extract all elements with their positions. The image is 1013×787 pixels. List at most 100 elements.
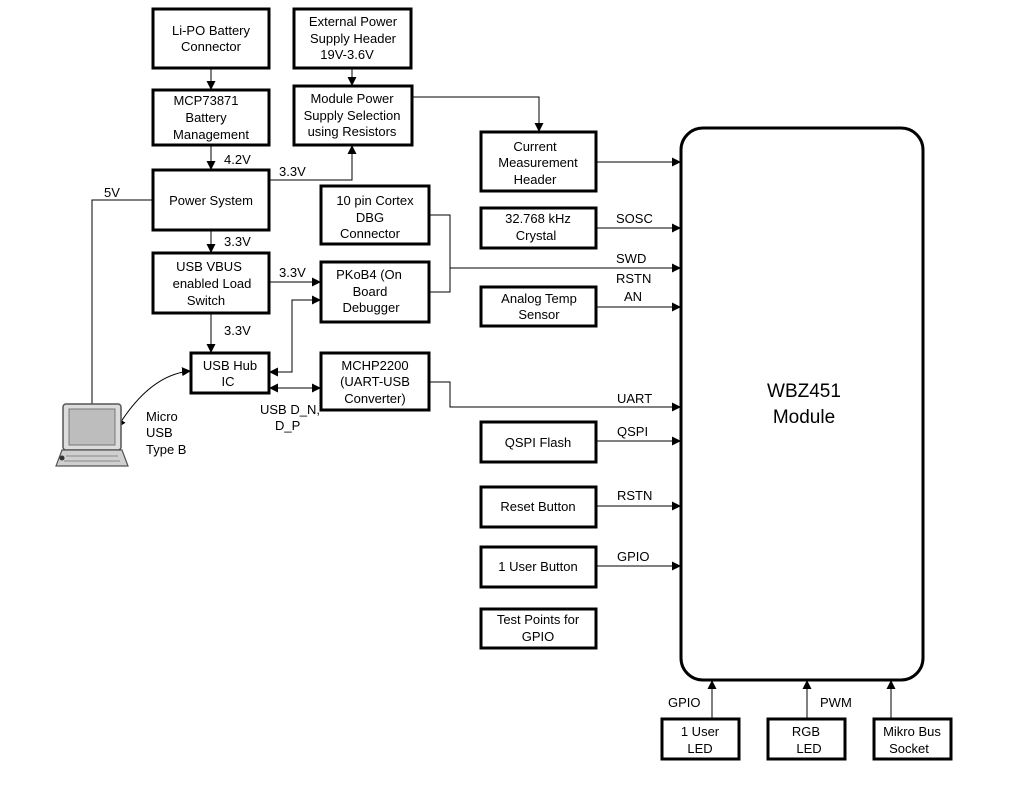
wire-5v-to-laptop	[91, 199, 152, 404]
block-line: Board	[353, 284, 388, 299]
block-line: Connector	[181, 39, 242, 54]
block-line: Switch	[187, 293, 225, 308]
label-3v3-hub: 3.3V	[224, 323, 251, 338]
svg-text:QSPI Flash: QSPI Flash	[505, 435, 571, 450]
block-line: Measurement	[498, 155, 578, 170]
block-line: DBG	[356, 210, 384, 225]
block-line: Battery	[185, 110, 227, 125]
label-rstn-dbg: RSTN	[616, 271, 651, 286]
wire-cortex-to-swd	[429, 214, 681, 273]
block-line: External Power	[309, 14, 398, 29]
module-title-line: WBZ451	[767, 381, 841, 402]
connection-wires	[91, 68, 896, 719]
block-reset-button: Reset Button	[479, 485, 598, 529]
block-line: LED	[796, 741, 821, 756]
label-pwm: PWM	[820, 695, 852, 710]
block-line: IC	[222, 374, 235, 389]
block-line: 32.768 kHz	[505, 211, 571, 226]
svg-text:1 User Button: 1 User Button	[498, 559, 578, 574]
module-title-line: Module	[773, 407, 835, 428]
block-line: Test Points for	[497, 612, 580, 627]
wire-laptop-to-hub	[116, 367, 192, 429]
block-line: MCHP2200	[341, 358, 408, 373]
block-line: Power System	[169, 193, 253, 208]
block-line: 1 User Button	[498, 559, 578, 574]
block-line: USB VBUS	[176, 259, 242, 274]
wire-mchp-to-module	[429, 381, 681, 412]
block-line: Mikro Bus	[883, 724, 941, 739]
block-line: Supply Selection	[304, 108, 401, 123]
block-line: Header	[514, 172, 557, 187]
wire-module-power-to-current	[412, 96, 544, 132]
block-line: Reset Button	[500, 499, 575, 514]
block-line: Current	[513, 139, 557, 154]
svg-text:Reset Button: Reset Button	[500, 499, 575, 514]
block-line: QSPI Flash	[505, 435, 571, 450]
block-line: 19V-3.6V	[320, 47, 374, 62]
svg-text:Power System: Power System	[169, 193, 253, 208]
block-line: Sensor	[518, 307, 560, 322]
block-line: 1 User	[681, 724, 720, 739]
label-gpio-led: GPIO	[668, 695, 701, 710]
label-3v3-vbus: 3.3V	[224, 234, 251, 249]
block-line: MCP73871	[173, 93, 238, 108]
block-line: USB Hub	[203, 358, 257, 373]
block-line: enabled Load	[173, 276, 252, 291]
block-line: Connector	[340, 226, 401, 241]
wire-hub-to-pkob	[269, 295, 321, 377]
block-line: Li-PO Battery	[172, 23, 251, 38]
signal-labels: 4.2V 3.3V 3.3V 3.3V 3.3V 5V USB D_N,D_P …	[104, 152, 852, 710]
block-line: Socket	[889, 741, 929, 756]
label-5v: 5V	[104, 185, 120, 200]
label-rstn-reset: RSTN	[617, 488, 652, 503]
label-uart: UART	[617, 391, 652, 406]
label-usb-d: USB D_N,D_P	[260, 402, 320, 433]
block-line: Converter)	[344, 391, 405, 406]
block-line: Analog Temp	[501, 291, 577, 306]
block-line: Module Power	[310, 91, 394, 106]
block-line: Supply Header	[310, 31, 397, 46]
label-swd: SWD	[616, 251, 646, 266]
label-gpio-button: GPIO	[617, 549, 650, 564]
block-line: LED	[687, 741, 712, 756]
block-power-system: Power System	[151, 168, 271, 232]
block-line: PKoB4 (On	[336, 267, 402, 282]
label-3v3-module-power: 3.3V	[279, 164, 306, 179]
block-line: using Resistors	[308, 124, 397, 139]
block-line: GPIO	[522, 629, 555, 644]
block-line: Debugger	[342, 300, 400, 315]
laptop-icon	[55, 403, 129, 467]
label-4v2: 4.2V	[224, 152, 251, 167]
